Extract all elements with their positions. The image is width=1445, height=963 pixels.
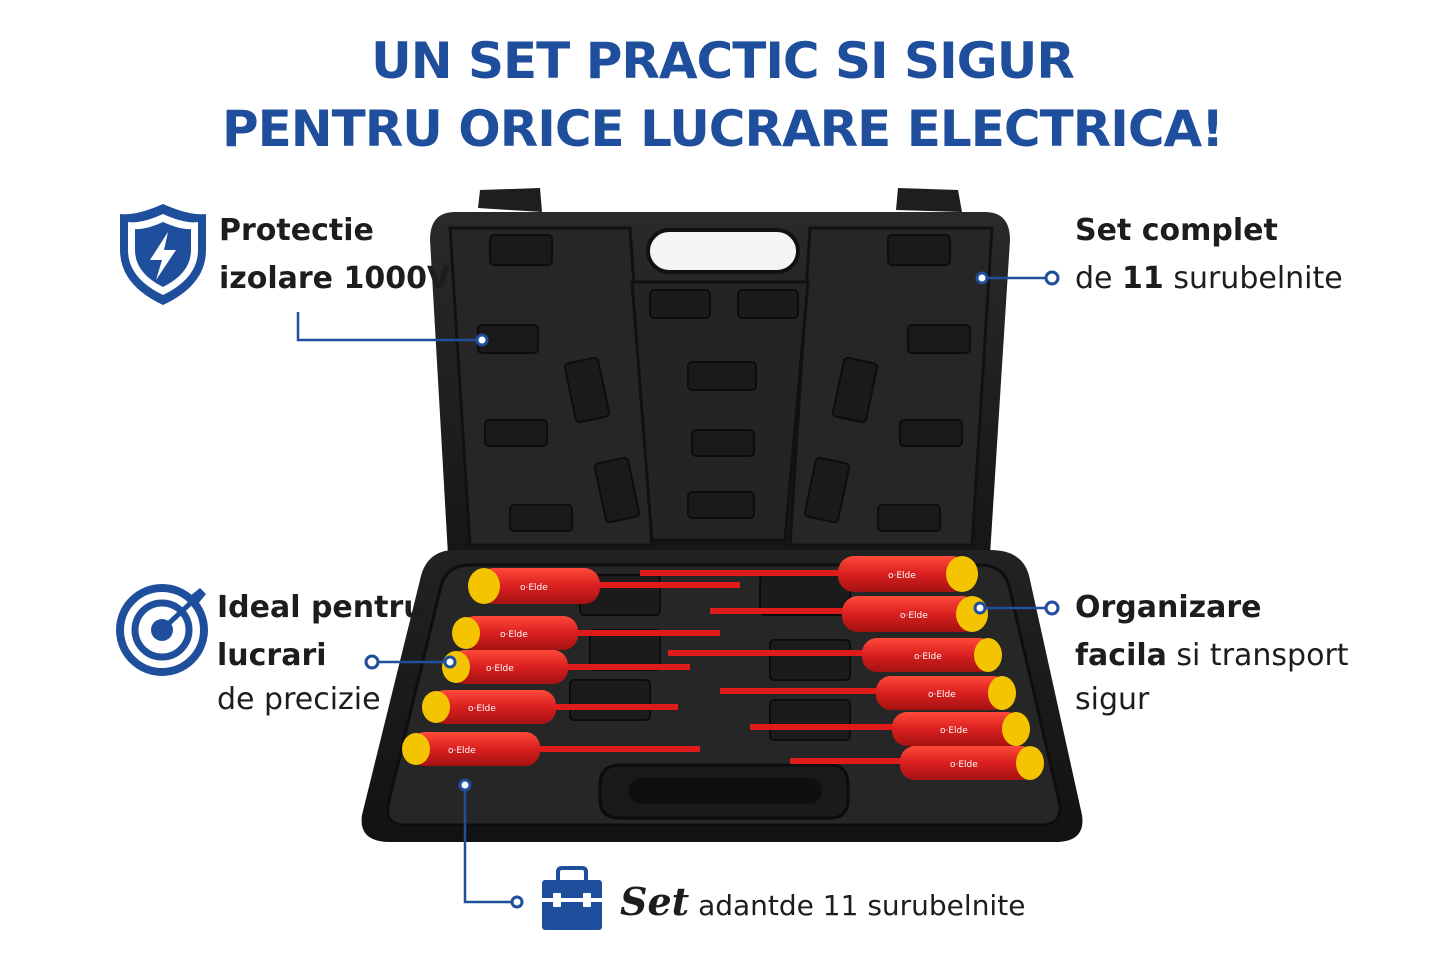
svg-text:o·Elde: o·Elde — [900, 611, 928, 621]
screwdriver-right-3: o·Elde — [668, 638, 1002, 672]
svg-text:o·Elde: o·Elde — [500, 630, 528, 640]
svg-text:o·Elde: o·Elde — [950, 760, 978, 770]
screwdriver-right-4: o·Elde — [720, 676, 1016, 710]
screwdriver-right-6: o·Elde — [790, 746, 1044, 780]
shield-lightning-icon — [120, 204, 206, 305]
svg-text:o·Elde: o·Elde — [448, 746, 476, 756]
feature-organization-line-3: sigur — [1075, 682, 1150, 717]
target-icon — [116, 584, 208, 676]
feature-protection-line-2: izolare 1000V — [219, 261, 451, 296]
callout-dots — [364, 270, 1060, 909]
feature-bottom-set-text: adantde 11 surubelnite — [689, 889, 1026, 922]
feature-organization-line-1: Organizare — [1075, 590, 1262, 625]
feature-complete-set-prefix: de — [1075, 261, 1123, 296]
svg-text:o·Elde: o·Elde — [888, 571, 916, 581]
screwdriver-left-1: o·Elde — [468, 568, 740, 604]
screwdriver-left-5: o·Elde — [402, 732, 700, 766]
feature-precision-line-1: Ideal pentru — [217, 590, 425, 625]
svg-text:o·Elde: o·Elde — [486, 664, 514, 674]
feature-organization-line-2-suffix: si transport — [1166, 638, 1349, 673]
feature-organization: Organizare facila si transport sigur — [1075, 584, 1349, 720]
headline-line-1: UN SET PRACTIC SI SIGUR — [371, 32, 1075, 90]
feature-bottom-set-bold: Set — [620, 879, 690, 924]
headline-line-2: PENTRU ORICE LUCRARE ELECTRICA! — [221, 100, 1224, 158]
feature-organization-line-2-bold: facila — [1075, 638, 1167, 673]
screwdriver-left-4: o·Elde — [422, 690, 678, 724]
feature-complete-set-line-1: Set complet — [1075, 213, 1278, 248]
svg-text:o·Elde: o·Elde — [520, 583, 548, 593]
case-lid — [430, 212, 1010, 555]
screwdriver-right-1: o·Elde — [640, 556, 978, 592]
feature-precision: Ideal pentru lucrari de precizie — [217, 584, 425, 720]
case-hinges — [478, 188, 962, 212]
screwdriver-left-2: o·Elde — [452, 616, 720, 650]
feature-precision-line-2: lucrari — [217, 638, 327, 673]
feature-precision-line-3: de precizie — [217, 682, 381, 717]
toolbox-icon — [542, 866, 602, 930]
feature-bottom-set: Set adantde 11 surubelnite — [620, 878, 1025, 930]
feature-protection-line-1: Protectie — [219, 213, 374, 248]
feature-complete-set-count: 11 — [1122, 261, 1164, 296]
callout-lines — [296, 276, 1052, 904]
svg-text:o·Elde: o·Elde — [468, 704, 496, 714]
svg-text:o·Elde: o·Elde — [928, 690, 956, 700]
feature-complete-set-suffix: surubelnite — [1163, 261, 1343, 296]
svg-text:o·Elde: o·Elde — [940, 726, 968, 736]
feature-protection: Protectie izolare 1000V — [219, 207, 450, 303]
feature-complete-set: Set complet de 11 surubelnite — [1075, 207, 1343, 303]
screwdriver-right-5: o·Elde — [750, 712, 1030, 746]
svg-text:o·Elde: o·Elde — [914, 652, 942, 662]
